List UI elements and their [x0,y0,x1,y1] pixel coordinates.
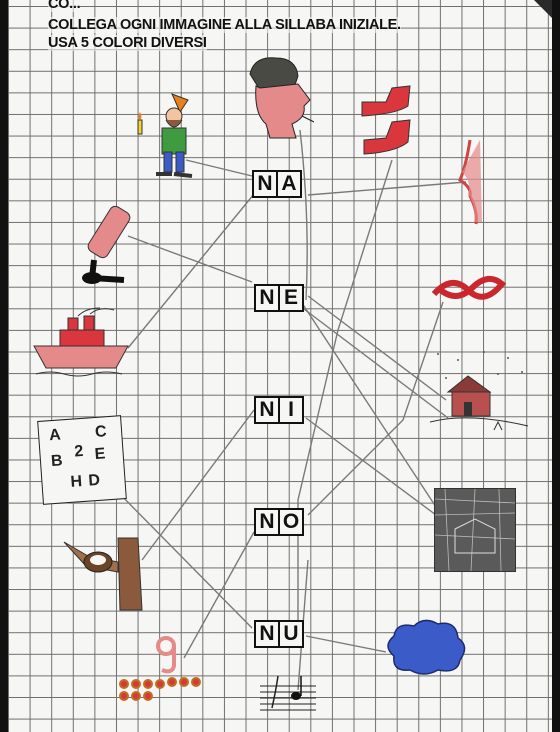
instruction-cut-line: CO... [48,0,80,12]
cloud-icon [380,616,470,680]
line-knot-no [308,302,443,515]
knot-icon [428,270,508,310]
syllable-ne-letter-2: E [278,284,304,312]
syllable-nu-letter-2: U [278,620,304,648]
line-shoes-no [298,160,392,620]
syllable-na-letter-1: N [252,170,278,198]
syllable-ni-letter-2: I [278,396,304,424]
instruction-line-2: USA 5 COLORI DIVERSI [48,35,207,51]
treasure-map-icon: A C B 2 E H D [37,415,127,505]
map-letter-2: 2 [74,443,84,462]
line-ship-na [128,194,254,348]
snowy-house-icon [428,348,532,444]
map-letter-c: C [95,423,108,442]
line-house-ne [308,296,446,400]
map-letter-d: D [88,472,101,491]
line-ni-night [306,418,440,518]
man-head-icon [240,54,314,142]
number-nine-icon [114,632,210,704]
line-nose-na [308,182,466,195]
map-letter-h: H [70,473,83,492]
syllable-ne-letter-1: N [254,284,280,312]
ship-icon [30,306,134,380]
syllable-ni-letter-1: N [254,396,280,424]
line-nu-cloud [306,636,386,652]
syllable-na-letter-2: A [276,170,302,198]
line-head-ne [300,130,307,300]
nose-icon [448,136,488,228]
syllable-no-letter-1: N [254,508,280,536]
map-letter-a: A [49,426,62,445]
line-nest-ni [142,410,254,560]
paint-roller-icon [74,200,144,292]
map-letter-b: B [50,452,63,471]
page-corner [534,0,552,18]
line-ne-night [300,300,438,510]
tree-nest-icon [58,532,154,612]
shoes-icon [356,80,422,160]
syllable-no-letter-2: O [278,508,304,536]
dwarf-icon [126,90,206,190]
map-letter-e: E [94,445,106,464]
line-ne-house [300,306,448,418]
worksheet: CO... COLLEGA OGNI IMMAGINE ALLA SILLABA… [8,0,552,732]
line-roller-ne [128,236,252,282]
music-note-icon [260,672,316,718]
syllable-nu-letter-1: N [254,620,280,648]
night-scene-icon [434,488,516,572]
instruction-line-1: COLLEGA OGNI IMMAGINE ALLA SILLABA INIZI… [48,17,401,33]
